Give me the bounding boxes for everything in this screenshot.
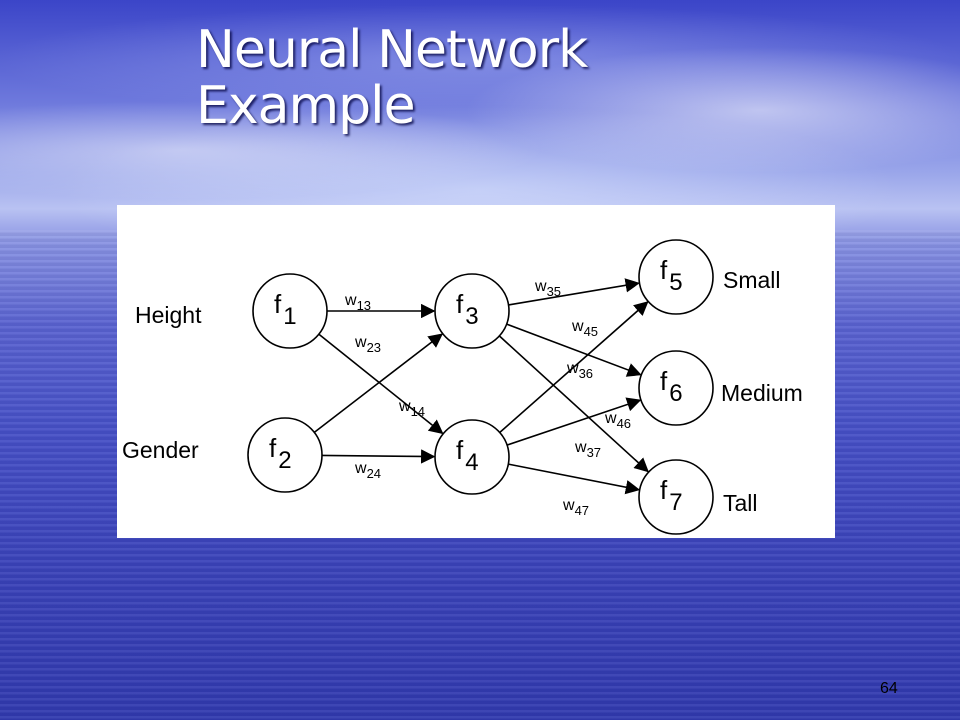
edge-f3-f7 [498, 335, 649, 473]
page-number: 64 [880, 680, 898, 697]
weight-label-w24: w24 [354, 460, 381, 481]
weight-label-w46: w46 [604, 410, 631, 431]
io-label-small: Small [723, 267, 781, 293]
weight-label-w14: w14 [398, 398, 425, 419]
node-f5: f5 [638, 239, 714, 315]
edge-f2-f3 [313, 333, 444, 434]
weight-label-w36: w36 [566, 360, 593, 381]
node-circle-f6 [638, 350, 714, 426]
node-f3: f3 [434, 273, 510, 349]
weight-label-w35: w35 [534, 278, 561, 299]
node-f4: f4 [434, 419, 510, 495]
node-f1: f1 [252, 273, 328, 349]
node-circle-f2 [247, 417, 323, 493]
weight-label-w23: w23 [354, 334, 381, 355]
weight-label-w13: w13 [344, 292, 371, 313]
weight-label-w45: w45 [571, 318, 598, 339]
edge-f1-f4 [318, 333, 444, 435]
weight-label-w37: w37 [574, 439, 601, 460]
edge-f4-f6 [506, 397, 642, 446]
weight-label-w47: w47 [562, 497, 589, 518]
edge-f3-f6 [506, 323, 642, 377]
node-circle-f3 [434, 273, 510, 349]
node-f2: f2 [247, 417, 323, 493]
node-f6: f6 [638, 350, 714, 426]
edge-f4-f5 [499, 301, 649, 434]
io-label-medium: Medium [721, 380, 803, 406]
io-label-tall: Tall [723, 490, 758, 516]
io-label-gender: Gender [122, 437, 199, 463]
slide-title: Neural Network Example [196, 20, 588, 136]
node-circle-f7 [638, 459, 714, 535]
node-circle-f1 [252, 273, 328, 349]
io-label-height: Height [135, 302, 202, 328]
node-circle-f4 [434, 419, 510, 495]
title-line-1: Neural Network [196, 20, 588, 80]
edge-f2-f4 [321, 449, 436, 464]
edge-f4-f7 [508, 463, 641, 495]
edge-f3-f5 [508, 278, 640, 306]
title-line-2: Example [196, 76, 416, 136]
node-f7: f7 [638, 459, 714, 535]
node-circle-f5 [638, 239, 714, 315]
